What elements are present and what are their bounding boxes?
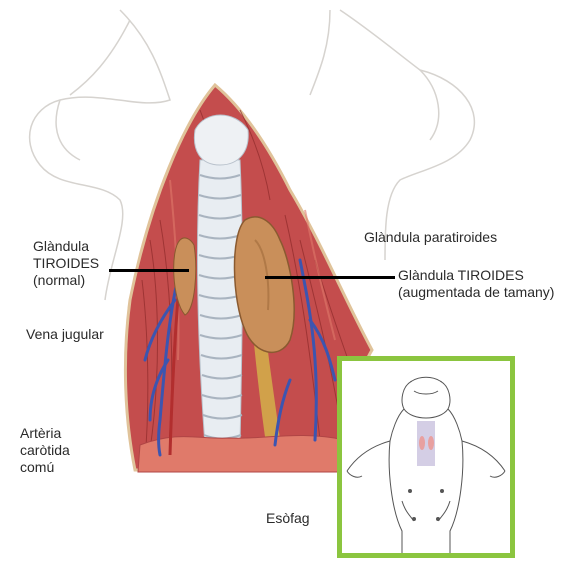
cat-silhouette-sketch xyxy=(342,361,510,553)
label-jugular-vein: Vena jugular xyxy=(26,326,104,343)
pointer-thyroid-enlarged xyxy=(265,276,395,279)
label-carotid-artery: Artèria caròtida comú xyxy=(20,425,90,476)
pointer-thyroid-normal xyxy=(109,269,189,272)
inset-cat-overview xyxy=(337,356,515,558)
label-thyroid-enlarged: Glàndula TIROIDES (augmentada de tamany) xyxy=(398,267,558,301)
label-parathyroid: Glàndula paratiroides xyxy=(364,229,497,246)
label-thyroid-normal: Glàndula TIROIDES (normal) xyxy=(33,238,143,289)
label-esophagus: Esòfag xyxy=(266,510,310,527)
